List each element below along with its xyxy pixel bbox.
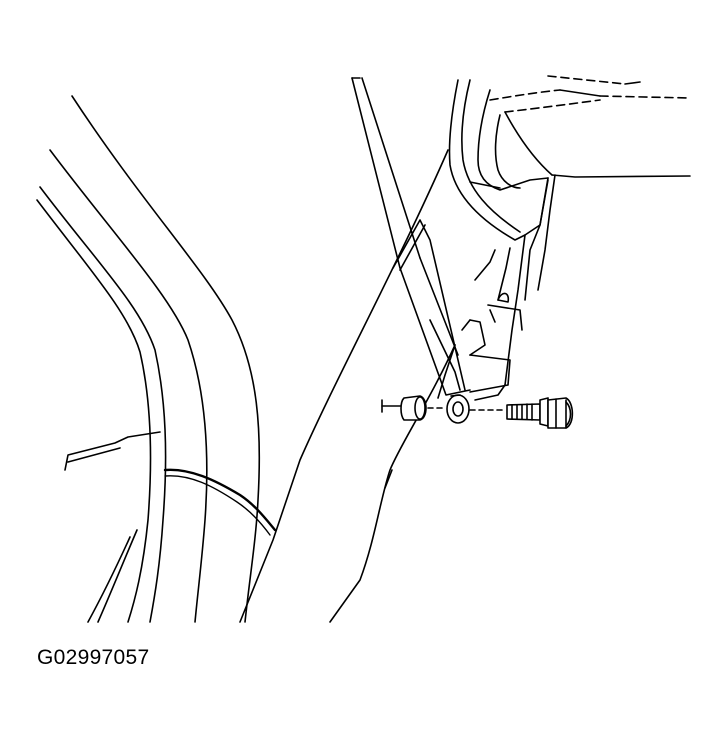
body-pillar	[240, 150, 455, 622]
frame-arc-inner	[88, 537, 130, 622]
frame-arc-4	[37, 200, 151, 622]
frame-arc-3	[40, 187, 166, 622]
frame-arc-2	[50, 150, 207, 622]
frame-arc-outer	[72, 96, 259, 622]
pillar-edge-left	[240, 150, 448, 622]
push-pin-clip	[382, 396, 426, 420]
upper-seal	[490, 76, 690, 177]
mounting-bracket	[352, 78, 470, 395]
wiring-harness	[165, 470, 275, 535]
figure-id-label: G02997057	[37, 646, 150, 669]
washer	[447, 395, 469, 423]
fastener-stack	[382, 395, 572, 428]
frame-arc-inner-2	[98, 530, 137, 622]
trim-panel-edge	[65, 432, 160, 470]
hex-bolt	[507, 398, 572, 428]
pillar-edge-right	[330, 345, 455, 622]
latch-assembly	[449, 80, 548, 392]
door-frame-arcs	[37, 96, 259, 622]
quarter-panel	[475, 175, 555, 400]
